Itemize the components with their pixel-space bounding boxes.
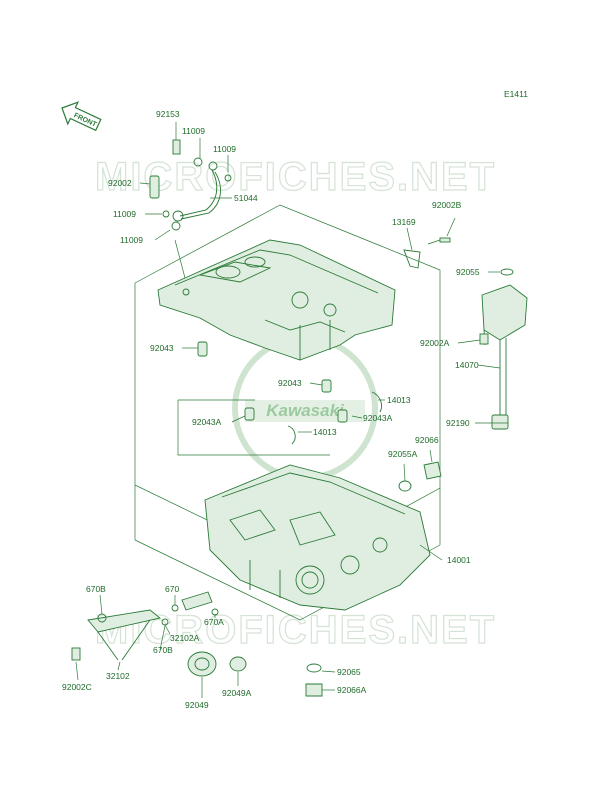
oil-pipe [149, 139, 232, 231]
upper-crankcase [157, 239, 396, 361]
label-92002c: 92002C [62, 682, 92, 692]
label-92049: 92049 [185, 700, 209, 710]
label-11009-c: 11009 [113, 209, 136, 219]
kawasaki-logo: Kawasaki [232, 335, 378, 481]
plugs-right [398, 461, 442, 492]
reservoir-14070 [479, 268, 528, 430]
label-92002b: 92002B [432, 200, 462, 210]
label-92043a-a: 92043A [192, 417, 222, 427]
label-14013-b: 14013 [313, 427, 337, 437]
shift-linkage [71, 591, 219, 661]
front-arrow-icon: FRONT [61, 101, 102, 132]
seals-bottom [187, 651, 323, 697]
watermark-top: MICROFICHES.NET [95, 155, 496, 199]
label-670a: 670A [204, 617, 224, 627]
label-92055: 92055 [456, 267, 480, 277]
label-92043-b: 92043 [278, 378, 302, 388]
label-92153: 92153 [156, 109, 180, 119]
ref-code: E1411 [504, 89, 528, 99]
bracket-13169 [403, 237, 451, 269]
label-92190: 92190 [446, 418, 470, 428]
label-13169: 13169 [392, 217, 416, 227]
label-11009-b: 11009 [213, 144, 236, 154]
label-92066a: 92066A [337, 685, 367, 695]
label-92065: 92065 [337, 667, 361, 677]
label-14013-a: 14013 [387, 395, 411, 405]
label-92002: 92002 [108, 178, 132, 188]
label-11009-d: 11009 [120, 235, 143, 245]
lower-crankcase [204, 464, 431, 611]
label-51044: 51044 [234, 193, 258, 203]
label-92055a: 92055A [388, 449, 418, 459]
label-32102a: 32102A [170, 633, 200, 643]
leader-lines [75, 122, 508, 698]
label-670b-a: 670B [86, 584, 106, 594]
label-670b-b: 670B [153, 645, 173, 655]
logo-text: Kawasaki [266, 401, 345, 420]
label-32102: 32102 [106, 671, 130, 681]
label-670: 670 [165, 584, 179, 594]
label-11009-a: 11009 [182, 126, 205, 136]
label-92049a: 92049A [222, 688, 252, 698]
label-92002a: 92002A [420, 338, 450, 348]
part-labels: 92153 11009 11009 92002 51044 11009 1100… [62, 109, 480, 710]
dowel-pins [197, 341, 383, 445]
label-92066: 92066 [415, 435, 439, 445]
label-92043a-b: 92043A [363, 413, 393, 423]
label-14001: 14001 [447, 555, 471, 565]
label-92043-a: 92043 [150, 343, 174, 353]
label-14070: 14070 [455, 360, 479, 370]
